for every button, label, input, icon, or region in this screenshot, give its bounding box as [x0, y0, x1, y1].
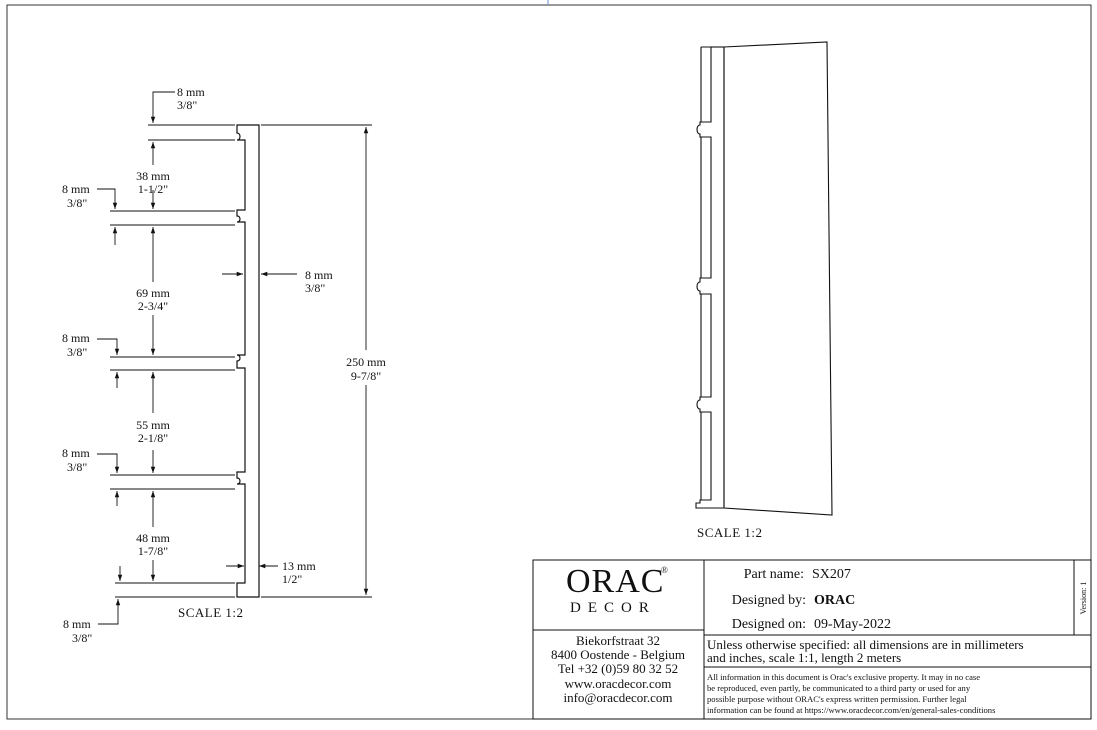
sheet-border	[6, 4, 1092, 720]
version-label: Version: 1	[1079, 582, 1088, 615]
part-info: Part name: SX207 Designed by: ORAC Desig…	[732, 567, 1088, 632]
dim-bottom-gap-inch: 3/8"	[72, 631, 92, 645]
dim-sec4-inch: 1-7/8"	[138, 544, 168, 558]
dim-gap3-mm: 8 mm	[62, 446, 90, 460]
dim-gap1-mm: 8 mm	[62, 182, 90, 196]
dim-total-mm: 250 mm	[346, 355, 386, 369]
address-tel: Tel +32 (0)59 80 32 52	[558, 661, 678, 676]
legal-line-1: All information in this document is Orac…	[707, 672, 980, 682]
logo-brand: ORAC	[566, 563, 664, 600]
legal-notice: All information in this document is Orac…	[707, 672, 996, 715]
dim-sec4-mm: 48 mm	[136, 531, 170, 545]
title-block	[532, 559, 1092, 720]
dimension-labels: 8 mm 3/8" 38 mm 1-1/2" 8 mm 3/8" 69 mm 2…	[62, 85, 386, 645]
orac-decor-logo: ORAC ® DECOR	[566, 563, 668, 616]
designed-on-label: Designed on:	[732, 617, 806, 632]
profile-cross-section	[236, 124, 260, 598]
profile-perspective-view	[695, 41, 833, 516]
spec-notes: Unless otherwise specified: all dimensio…	[707, 637, 1024, 665]
address-web: www.oracdecor.com	[565, 676, 672, 691]
dim-depth-inch: 1/2"	[282, 572, 302, 586]
part-name-value: SX207	[812, 567, 851, 582]
dim-sec2-inch: 2-3/4"	[138, 299, 168, 313]
dim-sec1-inch: 1-1/2"	[138, 182, 168, 196]
company-address: Biekorfstraat 32 8400 Oostende - Belgium…	[551, 633, 685, 705]
designed-by-value: ORAC	[814, 593, 855, 608]
address-city: 8400 Oostende - Belgium	[551, 647, 685, 662]
dim-sec2-mm: 69 mm	[136, 286, 170, 300]
dim-gap2-mm: 8 mm	[62, 331, 90, 345]
dim-bottom-gap-mm: 8 mm	[63, 617, 91, 631]
scale-label-right: SCALE 1:2	[697, 525, 763, 540]
dim-thickness-inch: 3/8"	[305, 281, 325, 295]
logo-registered: ®	[661, 565, 668, 575]
designed-on-value: 09-May-2022	[814, 617, 891, 632]
dim-top-gap-inch: 3/8"	[177, 98, 197, 112]
dim-depth-mm: 13 mm	[282, 559, 316, 573]
legal-line-2: be reproduced, even partly, be communica…	[707, 683, 971, 693]
designed-by-label: Designed by:	[732, 593, 806, 608]
address-email: info@oracdecor.com	[563, 690, 672, 705]
part-name-label: Part name:	[744, 567, 804, 582]
address-street: Biekorfstraat 32	[576, 633, 660, 648]
legal-line-3: possible purpose without ORAC's express …	[707, 694, 967, 704]
dim-thickness-mm: 8 mm	[305, 268, 333, 282]
spec-line-2: and inches, scale 1:1, length 2 meters	[707, 650, 901, 665]
dimension-arrows	[97, 91, 369, 625]
dim-gap1-inch: 3/8"	[67, 196, 87, 210]
logo-sub: DECOR	[570, 600, 656, 616]
dim-sec3-mm: 55 mm	[136, 418, 170, 432]
dim-gap3-inch: 3/8"	[67, 460, 87, 474]
scale-label-left: SCALE 1:2	[178, 605, 244, 620]
dim-total-inch: 9-7/8"	[351, 369, 381, 383]
dim-sec1-mm: 38 mm	[136, 169, 170, 183]
dim-sec3-inch: 2-1/8"	[138, 431, 168, 445]
dim-top-gap-mm: 8 mm	[177, 85, 205, 99]
spec-line-1: Unless otherwise specified: all dimensio…	[707, 637, 1024, 652]
extension-lines	[110, 124, 372, 598]
dim-gap2-inch: 3/8"	[67, 345, 87, 359]
legal-line-4: information can be found at https://www.…	[707, 705, 996, 715]
